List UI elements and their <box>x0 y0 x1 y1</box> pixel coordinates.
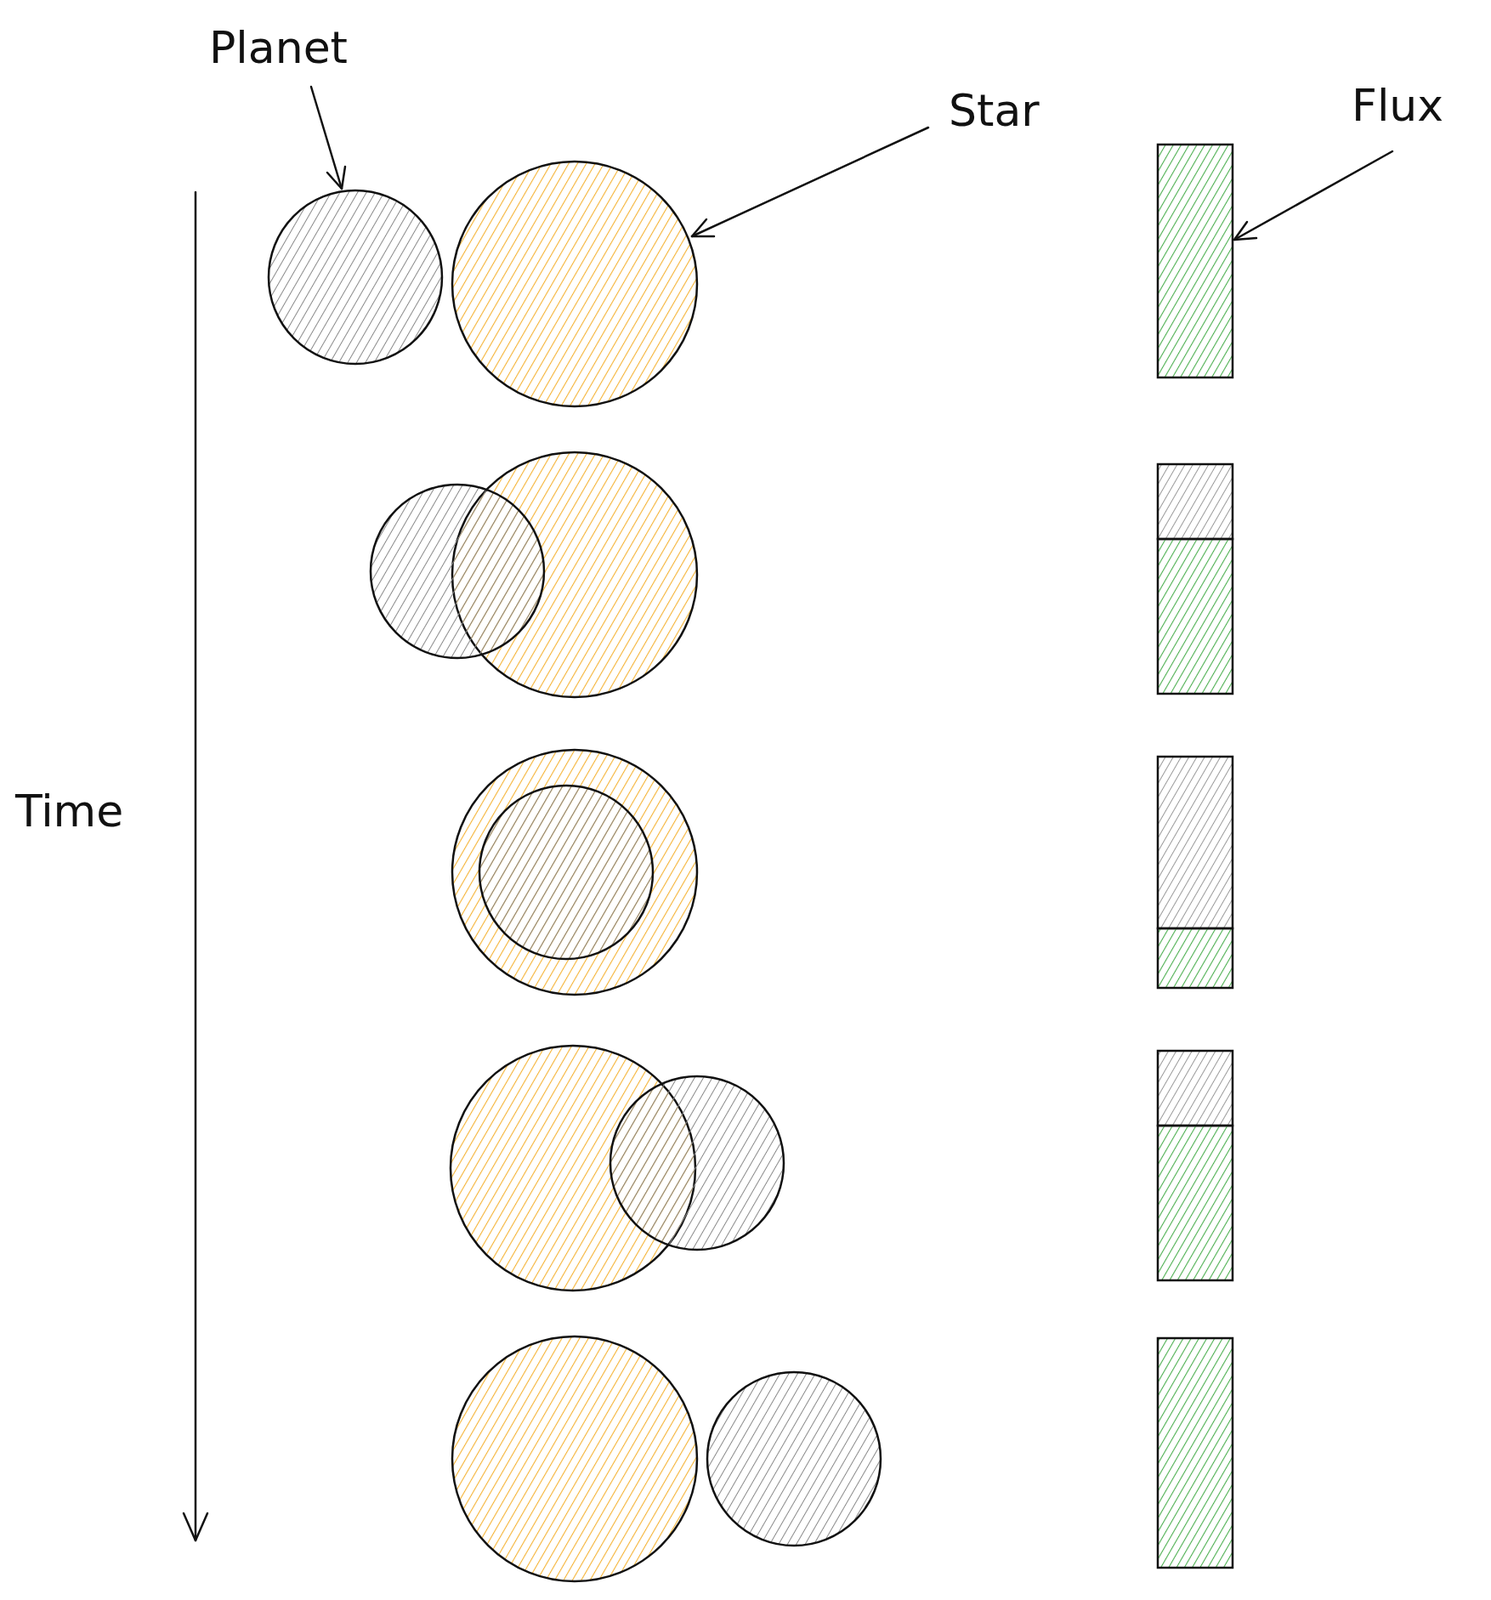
arrow-head <box>327 166 346 189</box>
leader-line <box>691 127 929 237</box>
arrow-head <box>183 1513 208 1541</box>
star-disk <box>452 1336 698 1582</box>
star-disk <box>452 749 698 995</box>
callout-label: Star <box>948 86 1040 136</box>
planet-disk <box>370 484 545 658</box>
star-disk <box>452 161 698 407</box>
callout-label: Flux <box>1351 81 1444 131</box>
callout-label: Time <box>15 787 124 836</box>
flux-bar <box>1157 144 1233 378</box>
leader-line <box>1234 151 1393 240</box>
flux-bar <box>1157 928 1233 988</box>
flux-bar <box>1157 538 1233 694</box>
flux-deficit <box>1157 756 1233 929</box>
flux-bar <box>1157 1337 1233 1568</box>
arrow-head <box>691 219 715 237</box>
flux-deficit <box>1157 464 1233 539</box>
planet-disk <box>707 1371 881 1546</box>
flux-bar <box>1157 1125 1233 1281</box>
planet-disk <box>268 190 443 364</box>
planet-disk <box>610 1076 784 1250</box>
time-axis <box>194 192 198 1541</box>
planet-disk <box>479 785 653 959</box>
flux-deficit <box>1157 1050 1233 1126</box>
leader-line <box>311 86 342 189</box>
arrow-head <box>1234 221 1257 240</box>
callout-label: Planet <box>209 23 348 73</box>
